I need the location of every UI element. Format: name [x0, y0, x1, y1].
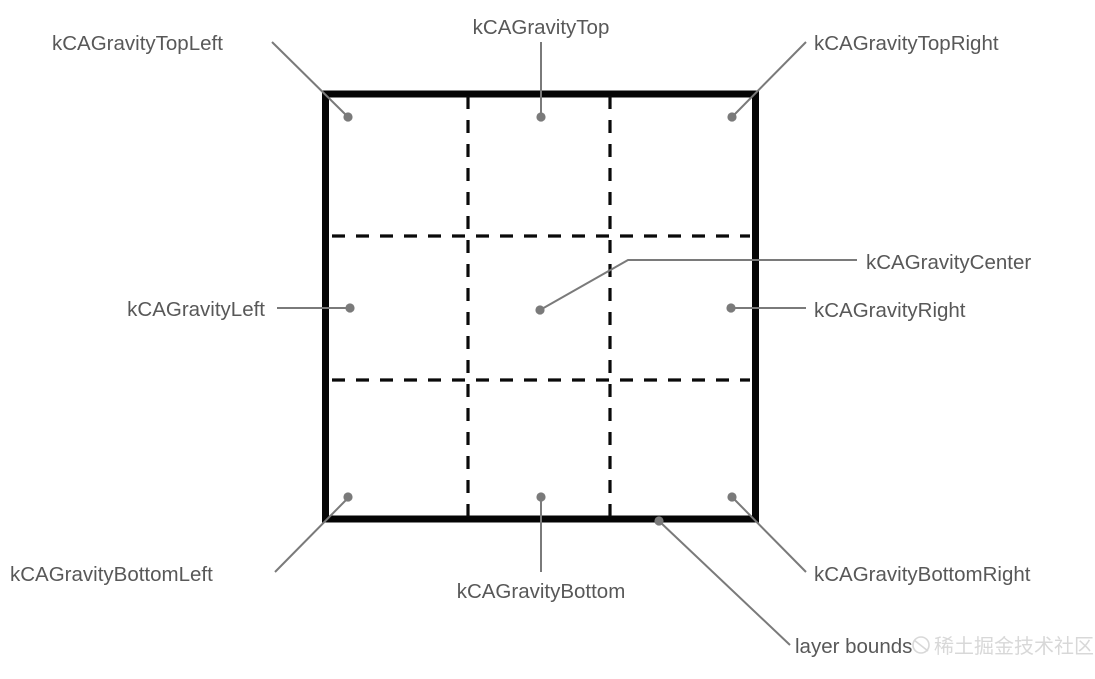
leader-center: [539, 259, 857, 311]
label-top-left: kCAGravityTopLeft: [52, 32, 223, 55]
leader-layer-bounds: [659, 521, 791, 646]
label-bottom: kCAGravityBottom: [457, 580, 626, 603]
anchor-dot-bottom-left: [343, 492, 353, 502]
anchor-dot-top: [536, 112, 546, 122]
leader-bottom-left: [274, 498, 348, 573]
anchor-dot-left: [345, 303, 355, 313]
anchor-dot-layer-bounds: [654, 516, 664, 526]
site-watermark: 稀土掘金技术社区: [912, 635, 1094, 658]
watermark-logo-icon: [912, 636, 930, 654]
thirds-grid: [332, 96, 750, 518]
label-top: kCAGravityTop: [473, 16, 610, 39]
anchor-dot-right: [726, 303, 736, 313]
leader-bottom-right: [733, 498, 807, 573]
label-bottom-left: kCAGravityBottomLeft: [10, 563, 213, 586]
anchor-dot-bottom-right: [727, 492, 737, 502]
leader-top-right: [733, 41, 807, 116]
anchor-dot-top-left: [343, 112, 353, 122]
watermark-text: 稀土掘金技术社区: [934, 635, 1094, 658]
leader-lines: [271, 41, 857, 646]
label-left: kCAGravityLeft: [127, 298, 265, 321]
label-top-right: kCAGravityTopRight: [814, 32, 999, 55]
anchor-dot-top-right: [727, 112, 737, 122]
anchor-dot-bottom: [536, 492, 546, 502]
watermark-logo-stroke: [913, 639, 929, 652]
label-right: kCAGravityRight: [814, 299, 966, 322]
label-layer-bounds: layer bounds: [795, 635, 912, 658]
leader-top-left: [271, 41, 347, 116]
label-bottom-right: kCAGravityBottomRight: [814, 563, 1031, 586]
anchor-dot-center: [535, 305, 545, 315]
label-center: kCAGravityCenter: [866, 251, 1031, 274]
anchor-dots: [343, 112, 737, 526]
